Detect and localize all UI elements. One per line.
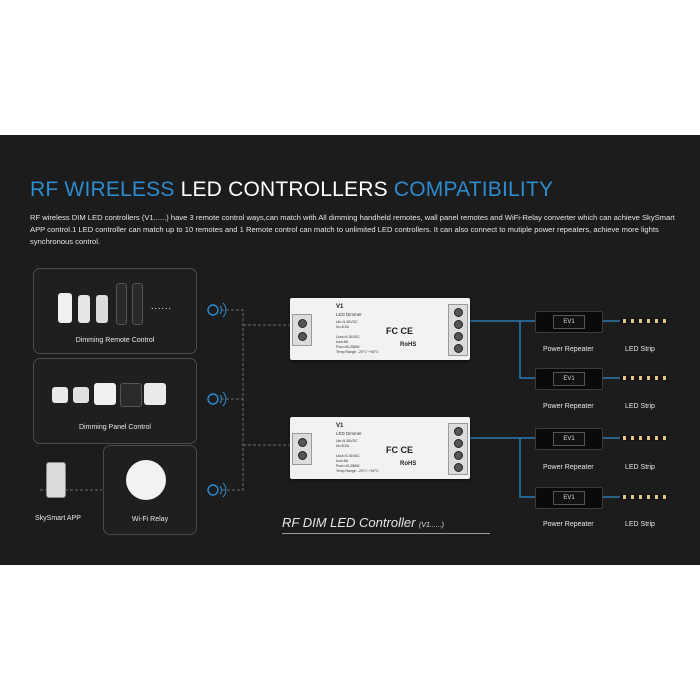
repeater-code: EV1 bbox=[553, 432, 585, 446]
led-strip-label: LED Strip bbox=[625, 403, 655, 410]
description-text: RF wireless DIM LED controllers (V1.....… bbox=[30, 213, 675, 246]
power-repeater-label: Power Repeater bbox=[543, 346, 594, 353]
source-link-line bbox=[221, 309, 244, 491]
title-part-1: RF WIRELESS bbox=[30, 178, 181, 201]
wall-panel-icon bbox=[52, 387, 68, 403]
wifi-relay-label: Wi-Fi Relay bbox=[131, 516, 169, 523]
wall-panel-icon bbox=[120, 383, 142, 407]
power-repeater: EV1 bbox=[535, 368, 603, 390]
panel-control-label: Dimming Panel Control bbox=[79, 424, 151, 431]
controller-subtitle: LED Dimmer bbox=[336, 312, 362, 317]
led-strip bbox=[620, 375, 668, 381]
repeater-code: EV1 bbox=[553, 372, 585, 386]
screw-icon bbox=[298, 332, 307, 341]
controller-model: V1 bbox=[336, 304, 344, 310]
power-repeater: EV1 bbox=[535, 311, 603, 333]
remote-control-label: Dimming Remote Control bbox=[75, 337, 155, 344]
repeater-code: EV1 bbox=[553, 491, 585, 505]
more-dots: ...... bbox=[151, 301, 173, 311]
remote-icon bbox=[78, 295, 90, 323]
wall-panel-icon bbox=[73, 387, 89, 403]
app-label: SkySmart APP bbox=[35, 515, 81, 522]
led-strip bbox=[620, 318, 668, 324]
screw-icon bbox=[454, 427, 463, 436]
output-wire bbox=[519, 321, 535, 379]
diagram-panel: RF WIRELESS LED CONTROLLERS COMPATIBILIT… bbox=[0, 135, 700, 565]
caption-main: RF DIM LED Controller bbox=[282, 515, 420, 530]
led-controller: V1 LED Dimmer Uin=5-36VDC Iin=8.5A Uout=… bbox=[290, 417, 470, 479]
input-terminal bbox=[292, 314, 312, 346]
controller-spec: Uin=5-36VDC Iin=8.5A Uout=5-36VDC Iout=8… bbox=[336, 320, 379, 354]
power-repeater-label: Power Repeater bbox=[543, 521, 594, 528]
certification-marks: FC CE bbox=[386, 445, 413, 455]
wall-panel-icon bbox=[94, 383, 116, 405]
screw-icon bbox=[298, 319, 307, 328]
title-part-2: LED CONTROLLERS bbox=[180, 178, 394, 201]
output-terminal bbox=[448, 304, 468, 356]
led-strip-label: LED Strip bbox=[625, 346, 655, 353]
rohs-mark: RoHS bbox=[400, 342, 417, 348]
caption-underline bbox=[282, 533, 490, 534]
led-strip bbox=[620, 435, 668, 441]
led-strip-label: LED Strip bbox=[625, 521, 655, 528]
power-repeater-label: Power Repeater bbox=[543, 464, 594, 471]
repeater-code: EV1 bbox=[553, 315, 585, 329]
certification-marks: FC CE bbox=[386, 326, 413, 336]
caption-model: (V1......) bbox=[419, 522, 444, 529]
led-controller: V1 LED Dimmer Uin=5-36VDC Iin=8.5A Uout=… bbox=[290, 298, 470, 360]
wall-panel-icon bbox=[144, 383, 166, 405]
wifi-relay-icon bbox=[126, 460, 166, 500]
screw-icon bbox=[454, 332, 463, 341]
led-strip bbox=[620, 494, 668, 500]
led-strip-label: LED Strip bbox=[625, 464, 655, 471]
rohs-mark: RoHS bbox=[400, 461, 417, 467]
controller-subtitle: LED Dimmer bbox=[336, 431, 362, 436]
wireless-signal-icon bbox=[207, 391, 227, 407]
output-terminal bbox=[448, 423, 468, 475]
screw-icon bbox=[454, 320, 463, 329]
screw-icon bbox=[454, 439, 463, 448]
power-repeater-label: Power Repeater bbox=[543, 403, 594, 410]
screw-icon bbox=[454, 451, 463, 460]
title-part-3: COMPATIBILITY bbox=[393, 178, 554, 201]
controller-model: V1 bbox=[336, 423, 344, 429]
output-wire bbox=[519, 438, 535, 498]
controller-caption: RF DIM LED Controller (V1......) bbox=[282, 515, 444, 530]
wifi-relay-box: Wi-Fi Relay bbox=[103, 445, 197, 535]
remote-control-box: ...... Dimming Remote Control bbox=[33, 268, 197, 354]
power-repeater: EV1 bbox=[535, 487, 603, 509]
wireless-signal-icon bbox=[207, 302, 227, 318]
remote-icon bbox=[116, 283, 127, 325]
remote-icon bbox=[132, 283, 143, 325]
page-title: RF WIRELESS LED CONTROLLERS COMPATIBILIT… bbox=[30, 178, 553, 202]
remote-icon bbox=[96, 295, 108, 323]
screw-icon bbox=[454, 463, 463, 472]
controller-spec: Uin=5-36VDC Iin=8.5A Uout=5-36VDC Iout=8… bbox=[336, 439, 379, 473]
remote-icon bbox=[58, 293, 72, 323]
screw-icon bbox=[298, 451, 307, 460]
screw-icon bbox=[454, 344, 463, 353]
connection-lines bbox=[40, 309, 620, 498]
app-phone-icon bbox=[46, 462, 66, 498]
input-terminal bbox=[292, 433, 312, 465]
wireless-signal-icon bbox=[207, 482, 227, 498]
screw-icon bbox=[454, 308, 463, 317]
panel-control-box: Dimming Panel Control bbox=[33, 358, 197, 444]
screw-icon bbox=[298, 438, 307, 447]
power-repeater: EV1 bbox=[535, 428, 603, 450]
